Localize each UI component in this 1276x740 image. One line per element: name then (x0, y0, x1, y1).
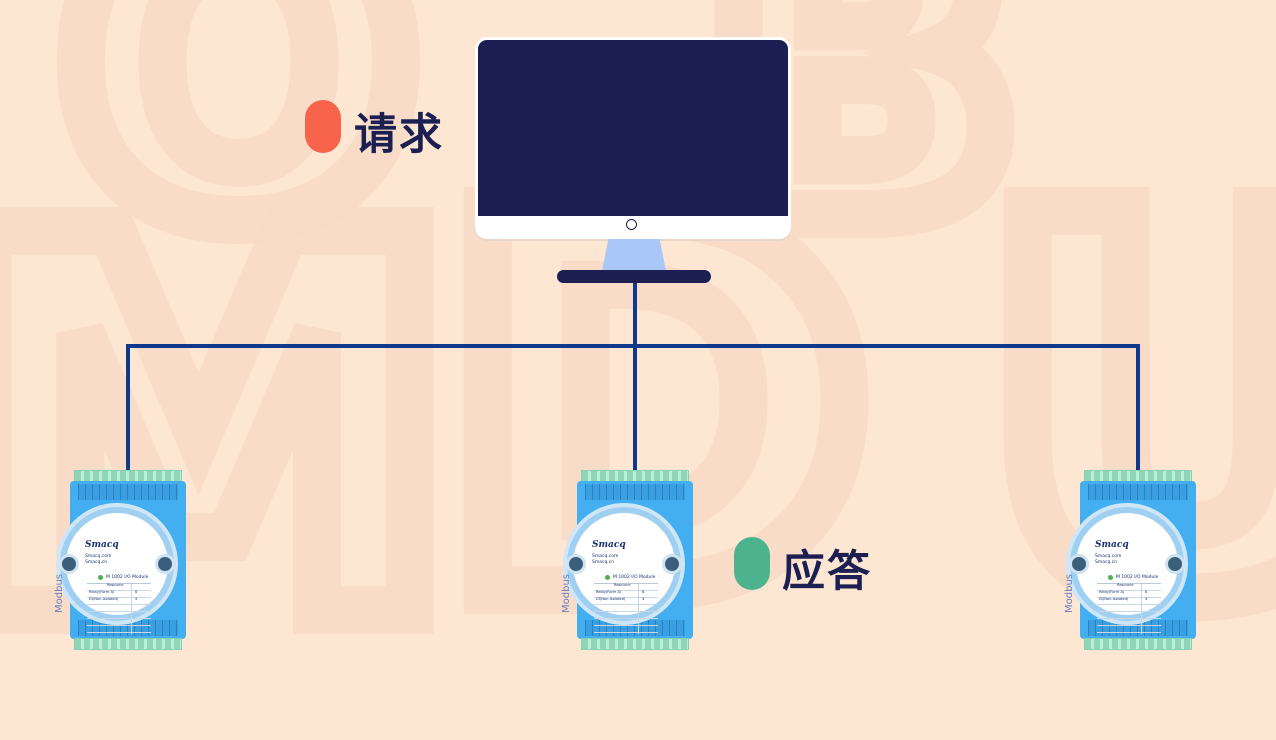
module-title: M 1002 I/O Module (613, 575, 656, 580)
cable-bus (126, 344, 1140, 348)
screw-icon (566, 554, 586, 574)
terminal-block-bottom (581, 638, 689, 650)
pin-label-strip (1088, 484, 1188, 500)
pin-label-strip (78, 484, 178, 500)
monitor-screen (478, 40, 788, 216)
cable-drop-left (126, 344, 130, 471)
module-side-label: Modbus (561, 574, 572, 613)
monitor-stand-neck (602, 239, 666, 271)
cable-drop-right (1136, 344, 1140, 471)
screw-icon (1165, 554, 1185, 574)
watermark-glyph: O (36, 0, 441, 314)
request-label: 请求 (354, 110, 444, 160)
status-led-icon (98, 575, 103, 580)
module-side-label: Modbus (1064, 574, 1075, 613)
terminal-block-top (1084, 470, 1192, 482)
module-title: M 1002 I/O Module (106, 575, 149, 580)
screw-icon (662, 554, 682, 574)
resource-table: Resource Relay(Form A) 6 DI(Non-Isolated… (594, 583, 658, 634)
terminal-block-bottom (74, 638, 182, 650)
request-indicator (305, 100, 341, 153)
module-brand: Smacq (1095, 540, 1129, 550)
monitor-stand-base (557, 270, 711, 283)
module-title: M 1002 I/O Module (1116, 575, 1159, 580)
module-brand: Smacq (85, 540, 119, 550)
screw-icon (59, 554, 79, 574)
status-led-icon (605, 575, 610, 580)
resource-table: Resource Relay(Form A) 6 DI(Non-Isolated… (87, 583, 151, 634)
terminal-block-top (74, 470, 182, 482)
response-indicator (734, 537, 770, 590)
module-side-label: Modbus (54, 574, 65, 613)
computer-monitor (475, 37, 791, 239)
status-led-icon (1108, 575, 1113, 580)
resource-table: Resource Relay(Form A) 6 DI(Non-Isolated… (1097, 583, 1161, 634)
response-label: 应答 (782, 547, 872, 597)
cable-trunk (633, 283, 637, 471)
power-button-icon (626, 219, 637, 230)
screw-icon (1069, 554, 1089, 574)
terminal-block-bottom (1084, 638, 1192, 650)
screw-icon (155, 554, 175, 574)
pin-label-strip (585, 484, 685, 500)
module-brand: Smacq (592, 540, 626, 550)
